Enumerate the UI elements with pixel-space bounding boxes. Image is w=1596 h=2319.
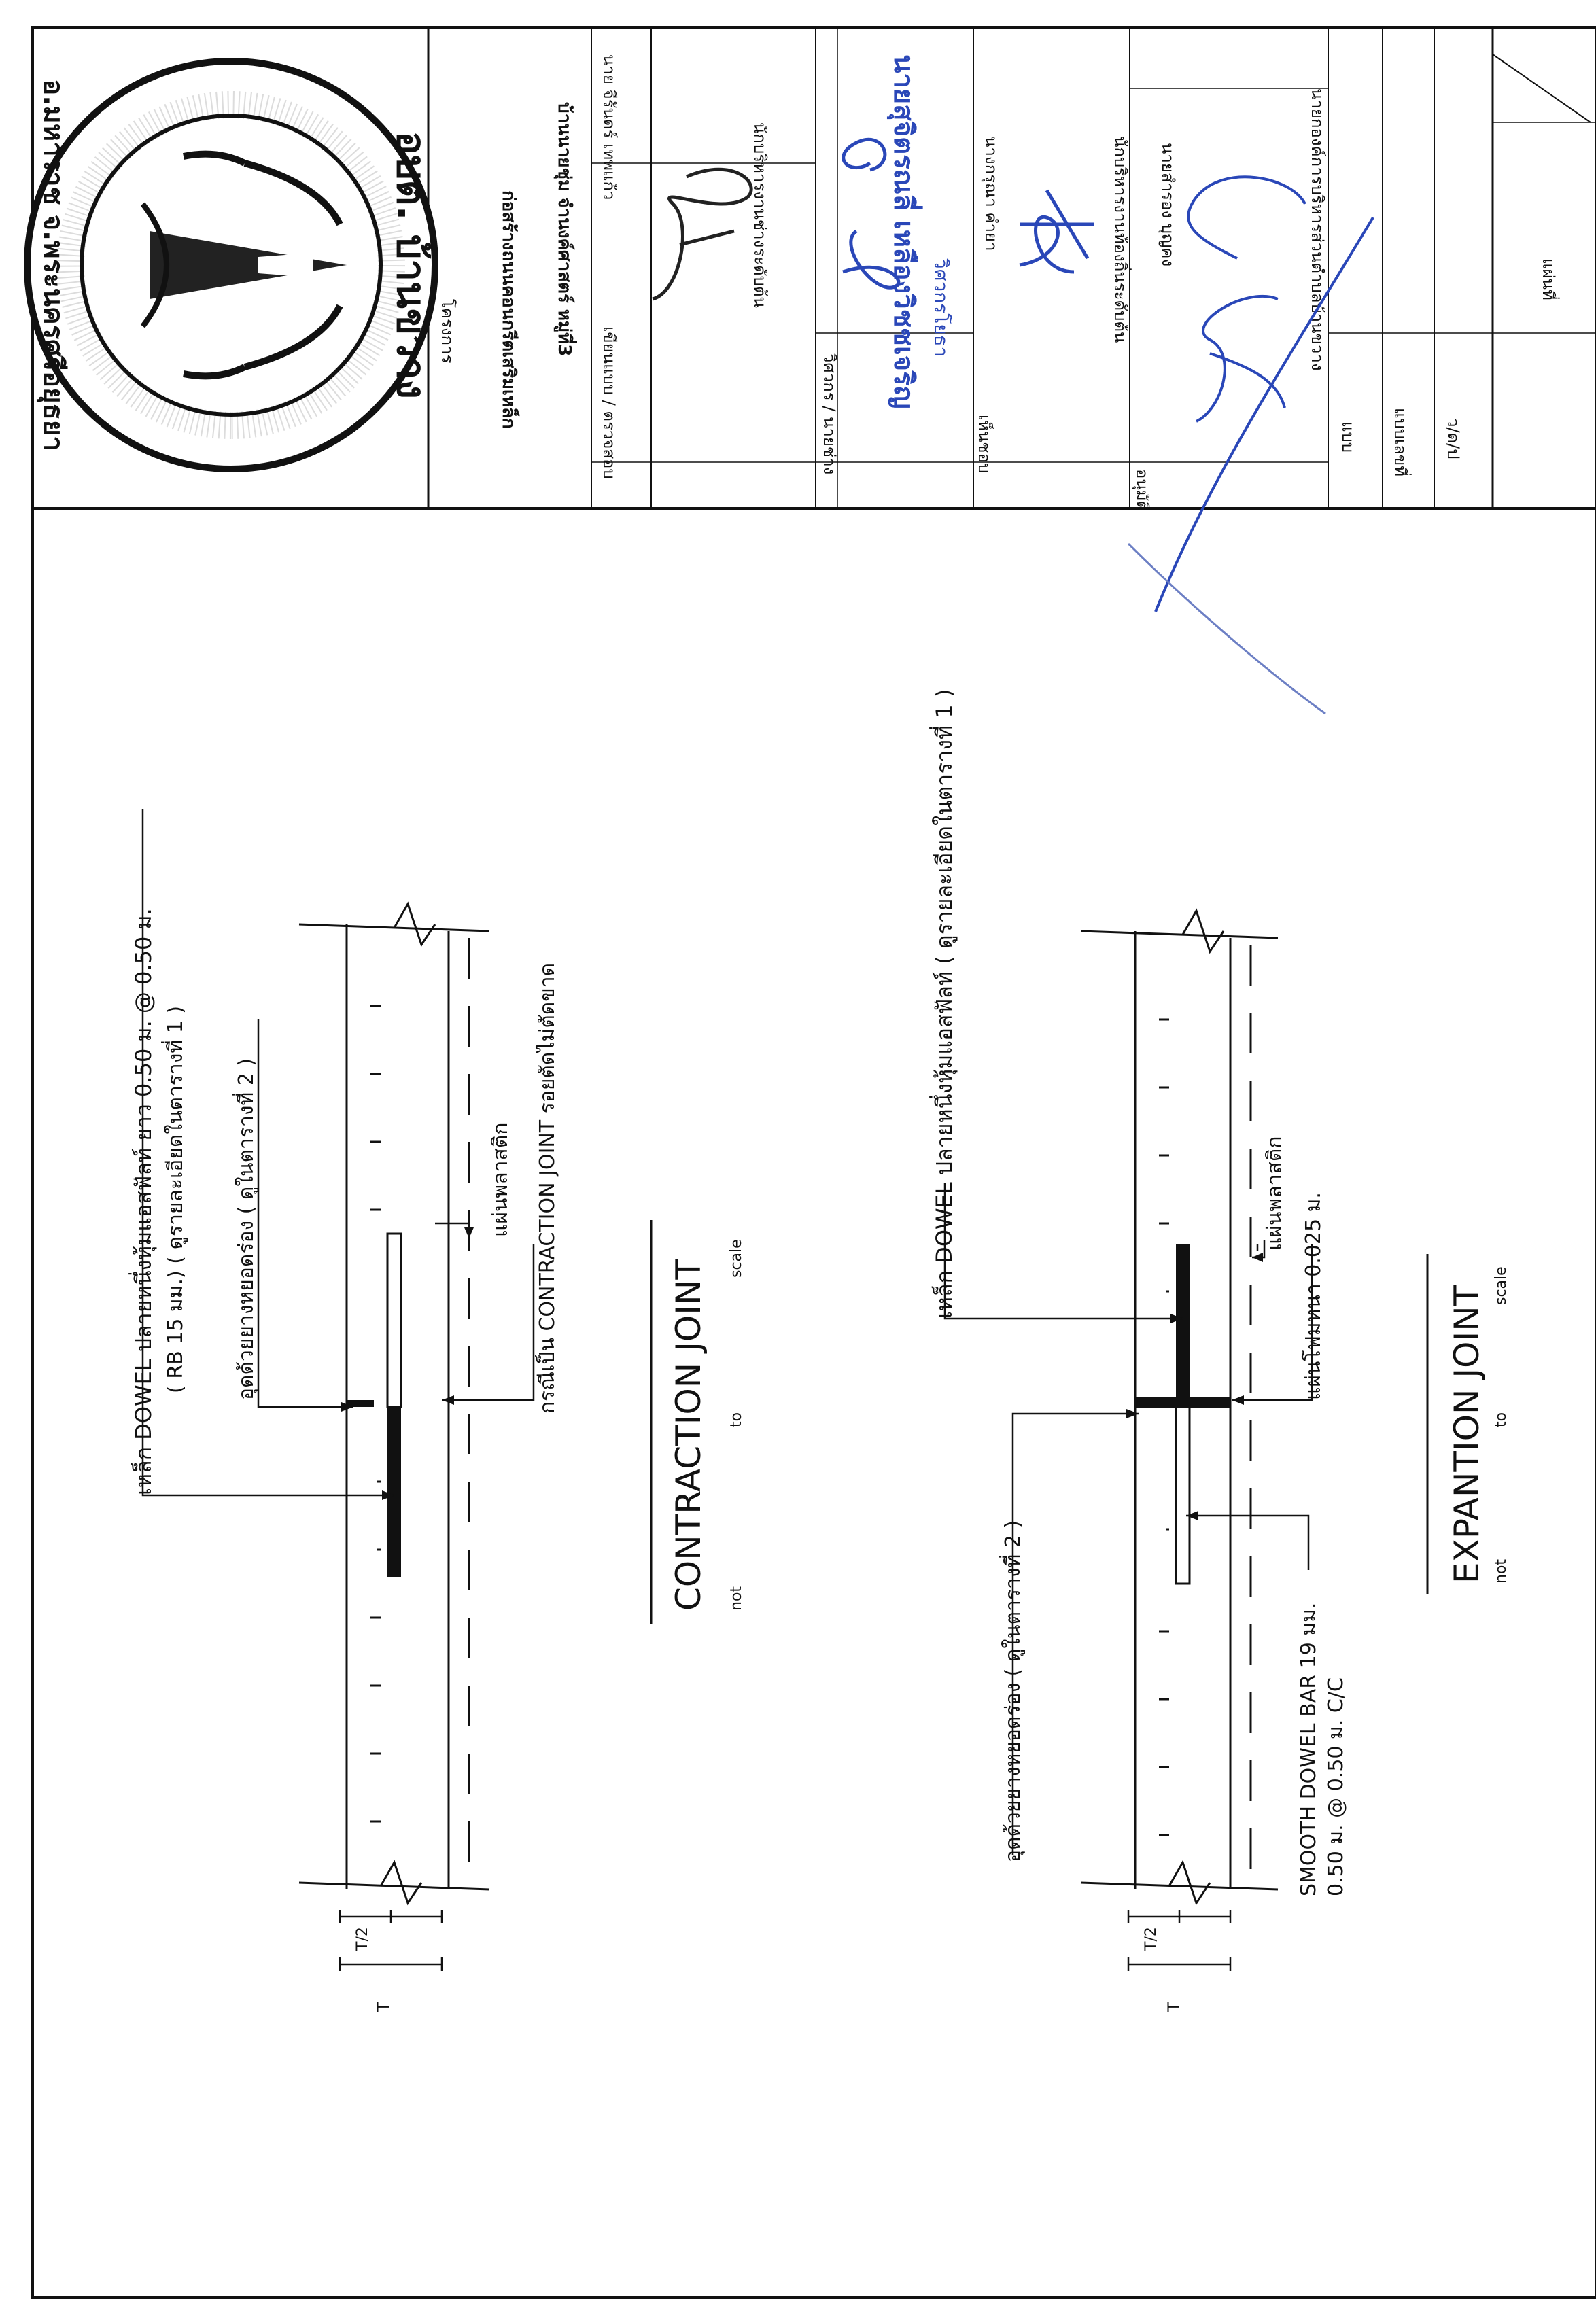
contraction-scale-to: to <box>728 1412 745 1427</box>
expansion-scale-to: to <box>1493 1412 1510 1427</box>
expansion-dowel-note: เหล็ก DOWEL ปลายหนึ่งหุ้มแอสฟัลท์ ( ดูรา… <box>929 689 958 1319</box>
expansion-seal-note: อุดด้วยยางหยอดร่อง ( ดูในตารางที่ 2 ) <box>999 1520 1026 1862</box>
signatures <box>652 137 1374 715</box>
expansion-scale-scale: scale <box>1493 1266 1510 1305</box>
expansion-smooth-line2: 0.50 ม. @ 0.50 ม. C/C <box>1324 1677 1348 1896</box>
tb-designer-position: นักบริหารงานช่างระดับต้น <box>750 122 769 308</box>
tb-final-label: อนุมัติ <box>1132 469 1151 511</box>
tb-sheet-type-label: แบบ <box>1338 421 1357 453</box>
expansion-smooth-line1: SMOOTH DOWEL BAR 19 มม. <box>1297 1603 1321 1896</box>
contraction-seal-note: อุดด้วยยางหยอดร่อง ( ดูในตารางที่ 2 ) <box>232 1058 259 1400</box>
contraction-scale-scale: scale <box>728 1239 745 1278</box>
tb-final-position: นายกองค์การบริหารส่วนตำบลบ้านขวาง <box>1308 88 1327 371</box>
designer-signature <box>652 167 753 301</box>
contraction-dim-t: T <box>374 2002 393 2012</box>
contraction-crack-note: กรณีเป็น CONTRACTION JOINT รอยตัดไม่ตัดข… <box>534 963 559 1414</box>
sheet-border <box>31 26 1596 2299</box>
tb-project-label: โครงการ <box>438 299 457 364</box>
contraction-dim-t2: T/2 <box>354 1927 371 1951</box>
final-signature <box>1154 175 1374 612</box>
tb-date-label: ว/ด/ป <box>1444 418 1463 459</box>
long-pen-stroke <box>1127 542 1326 715</box>
contraction-dowel-note-line2: ( RB 15 มม.) ( ดูรายละเอียดในตารางที่ 1 … <box>161 1006 188 1393</box>
contraction-title: CONTRACTION JOINT <box>669 1259 708 1611</box>
tb-approver-name: นางกรุณา คำยา <box>981 136 1001 251</box>
tb-sheet-number-label: แบบเลขที่ <box>1391 408 1412 476</box>
seal-top-text: อบต. บ้านขวาง <box>388 131 434 399</box>
expansion-scale-not: not <box>1493 1559 1510 1584</box>
engineer-stamp-line1: นายสุจิตรณลี่ เหลืองวิชชเจริญ <box>886 54 923 409</box>
tb-page-label: แผ่นที่ <box>1539 258 1560 300</box>
tb-design-label: เขียนแบบ / ตรวจสอบ <box>600 326 619 479</box>
engineer-stamp-line2: วิศวกรโยธา <box>930 258 952 358</box>
tb-final-name: นายสำรอง บุญคง <box>1158 143 1177 266</box>
expansion-title: EXPANTION JOINT <box>1447 1285 1487 1584</box>
expansion-plastic-note: แผ่นพลาสติก <box>1263 1136 1287 1251</box>
contraction-dowel-note-line1: เหล็ก DOWEL ปลายหนึ่งหุ้มแอสฟัลท์ ยาว 0.… <box>128 908 157 1495</box>
expansion-dim-t: T <box>1164 2002 1183 2012</box>
tb-engineer-label: วิศวกร / นายช่าง <box>820 353 839 474</box>
contraction-joint-detail <box>141 809 535 1971</box>
tb-project-line2: บ้านนายชุ่ม จำนงค์ศาสตร์ หมู่ที่3 <box>553 102 578 356</box>
expansion-foam-note: แผ่นโฟมหนา 0.025 ม. <box>1301 1192 1325 1400</box>
contraction-plastic-note: แผ่นพลาสติก <box>489 1123 513 1237</box>
engineer-stamp: นายสุจิตรณลี่ เหลืองวิชชเจริญ วิศวกรโยธา <box>886 54 952 409</box>
expansion-joint-detail <box>943 908 1313 1971</box>
tb-project-line1: ก่อสร้างถนนคอนกรีตเสริมเหล็ก <box>498 190 520 429</box>
tb-approve-label: เห็นชอบ <box>975 415 994 473</box>
engineer-signature <box>842 137 901 290</box>
approver-signature <box>1019 189 1094 274</box>
expansion-dim-t2: T/2 <box>1143 1927 1160 1951</box>
contraction-scale-not: not <box>728 1586 745 1611</box>
tb-designer-name: นาย จีรันดร์ เทพแก้ว <box>600 54 619 200</box>
title-block <box>33 27 1596 510</box>
seal-bottom-text: อ.มหาราช จ.พระนครศรีอยุธยา <box>36 79 69 451</box>
seal-logo: อบต. บ้านขวาง อ.มหาราช จ.พระนครศรีอยุธยา <box>24 58 438 472</box>
tb-approver-position: นักบริหารงานท้องถิ่นระดับต้น <box>1111 136 1132 343</box>
